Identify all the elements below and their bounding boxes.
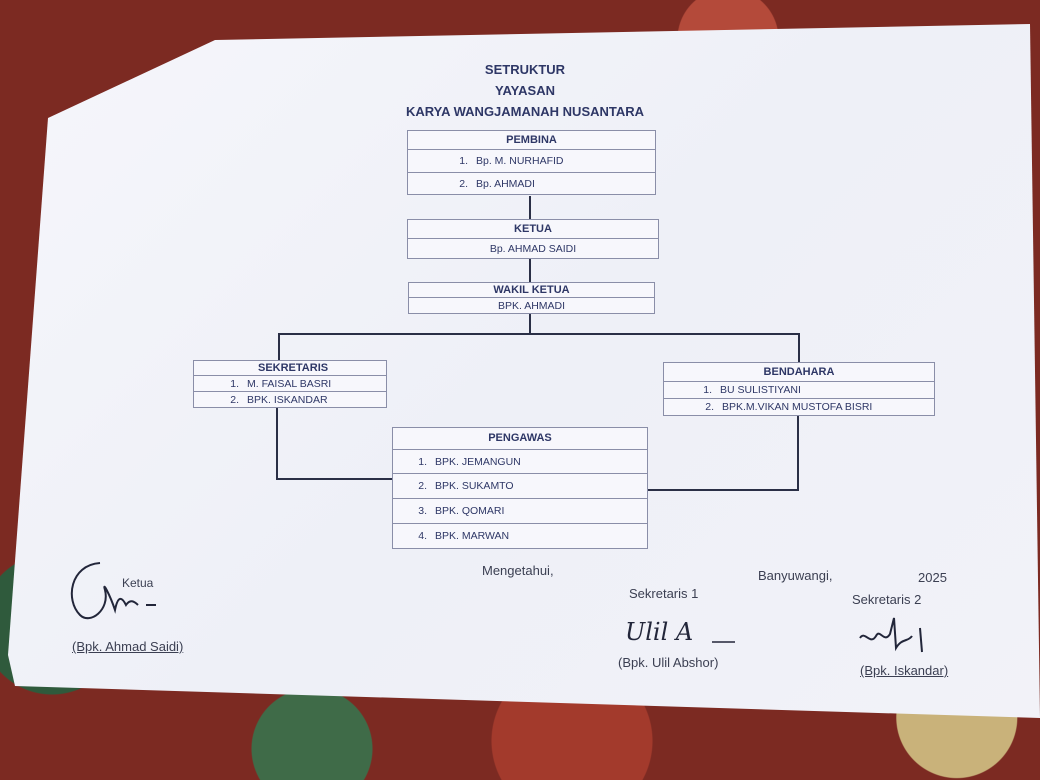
connector-wakil-down <box>529 313 531 335</box>
year-label: 2025 <box>918 570 947 585</box>
sekretaris1-signature-script: Ulil A <box>625 618 693 646</box>
pengawas-member-name: BPK. SUKAMTO <box>435 480 514 492</box>
pengawas-member-name: BPK. JEMANGUN <box>435 455 521 468</box>
sekretaris-header: SEKRETARIS <box>194 361 386 376</box>
pengawas-header: PENGAWAS <box>393 428 647 450</box>
document-title-line-3: KARYA WANGJAMANAH NUSANTARA <box>405 104 645 119</box>
ketua-name: Bp. AHMAD SAIDI <box>489 242 577 255</box>
connector-to-bendahara <box>798 333 800 363</box>
ketua-header: KETUA <box>408 220 658 239</box>
sekretaris2-signature-icon <box>859 617 923 653</box>
connector-horizontal <box>278 333 800 335</box>
pengawas-member-number: 3. <box>418 505 427 517</box>
ketua-name-label: (Bpk. Ahmad Saidi) <box>72 639 184 654</box>
connector-bendahara-pengawas <box>646 489 799 491</box>
connector-ketua-wakil <box>529 259 531 283</box>
wakil-ketua-name: BPK. AHMADI <box>497 299 566 312</box>
pembina-member-name: Bp. AHMADI <box>476 177 535 190</box>
bendahara-box: BENDAHARA 1. BU SULISTIYANI 2. BPK.M.VIK… <box>663 362 935 416</box>
pembina-header: PEMBINA <box>408 131 655 150</box>
sekretaris-member-number: 2. <box>230 393 239 406</box>
document-title-line-1: SETRUKTUR <box>484 62 566 77</box>
bendahara-member-number: 1. <box>703 384 712 396</box>
sekretaris1-role-label: Sekretaris 1 <box>629 586 699 601</box>
bendahara-member-row: 2. BPK.M.VIKAN MUSTOFA BISRI <box>664 399 934 415</box>
pengawas-member-number: 2. <box>418 480 427 492</box>
ketua-role-label: Ketua <box>122 576 154 590</box>
pembina-member-row: 1. Bp. M. NURHAFID <box>408 150 655 173</box>
pembina-member-row: 2. Bp. AHMADI <box>408 173 655 194</box>
bendahara-member-number: 2. <box>705 401 714 413</box>
sekretaris-member-row: 2. BPK. ISKANDAR <box>194 392 386 407</box>
place-label: Banyuwangi, <box>758 568 833 583</box>
pembina-member-name: Bp. M. NURHAFID <box>476 155 564 167</box>
sekretaris1-name-label: (Bpk. Ulil Abshor) <box>618 655 719 670</box>
sekretaris-member-name: BPK. ISKANDAR <box>247 393 328 406</box>
connector-pembina-ketua <box>529 196 531 220</box>
ketua-box: KETUA Bp. AHMAD SAIDI <box>407 219 659 259</box>
sekretaris2-role-label: Sekretaris 2 <box>852 592 922 607</box>
pengawas-member-number: 1. <box>418 455 427 468</box>
pengawas-member-row: 4. BPK. MARWAN <box>393 524 647 548</box>
wakil-ketua-box: WAKIL KETUA BPK. AHMADI <box>408 282 655 314</box>
pengawas-member-row: 1. BPK. JEMANGUN <box>393 450 647 474</box>
sekretaris-member-row: 1. M. FAISAL BASRI <box>194 376 386 392</box>
bendahara-member-name: BU SULISTIYANI <box>720 384 801 396</box>
bendahara-member-row: 1. BU SULISTIYANI <box>664 382 934 399</box>
connector-to-sekretaris <box>278 333 280 361</box>
sekretaris-member-name: M. FAISAL BASRI <box>247 377 332 390</box>
document-title-line-2: YAYASAN <box>495 83 555 98</box>
pengawas-member-row: 2. BPK. SUKAMTO <box>393 474 647 499</box>
sekretaris-member-number: 1. <box>230 377 239 390</box>
sekretaris-box: SEKRETARIS 1. M. FAISAL BASRI 2. BPK. IS… <box>193 360 387 408</box>
connector-sekretaris-down <box>276 408 278 480</box>
pengawas-member-number: 4. <box>418 530 427 542</box>
wakil-ketua-header: WAKIL KETUA <box>409 283 654 298</box>
bendahara-header: BENDAHARA <box>664 363 934 382</box>
sekretaris2-name-label: (Bpk. Iskandar) <box>860 663 949 678</box>
pembina-box: PEMBINA 1. Bp. M. NURHAFID 2. Bp. AHMADI <box>407 130 656 195</box>
mengetahui-label: Mengetahui, <box>482 563 554 578</box>
pembina-member-number: 2. <box>459 177 468 190</box>
pengawas-member-row: 3. BPK. QOMARI <box>393 499 647 524</box>
pengawas-member-name: BPK. QOMARI <box>435 505 505 517</box>
pembina-member-number: 1. <box>459 155 468 167</box>
connector-sekretaris-pengawas <box>276 478 394 480</box>
sekretaris1-signature-icon: Ulil A <box>625 618 735 646</box>
connector-bendahara-down <box>797 413 799 491</box>
ketua-signature-icon <box>70 562 156 620</box>
pengawas-box: PENGAWAS 1. BPK. JEMANGUN 2. BPK. SUKAMT… <box>392 427 648 549</box>
pengawas-member-name: BPK. MARWAN <box>435 530 510 542</box>
bendahara-member-name: BPK.M.VIKAN MUSTOFA BISRI <box>722 401 873 413</box>
